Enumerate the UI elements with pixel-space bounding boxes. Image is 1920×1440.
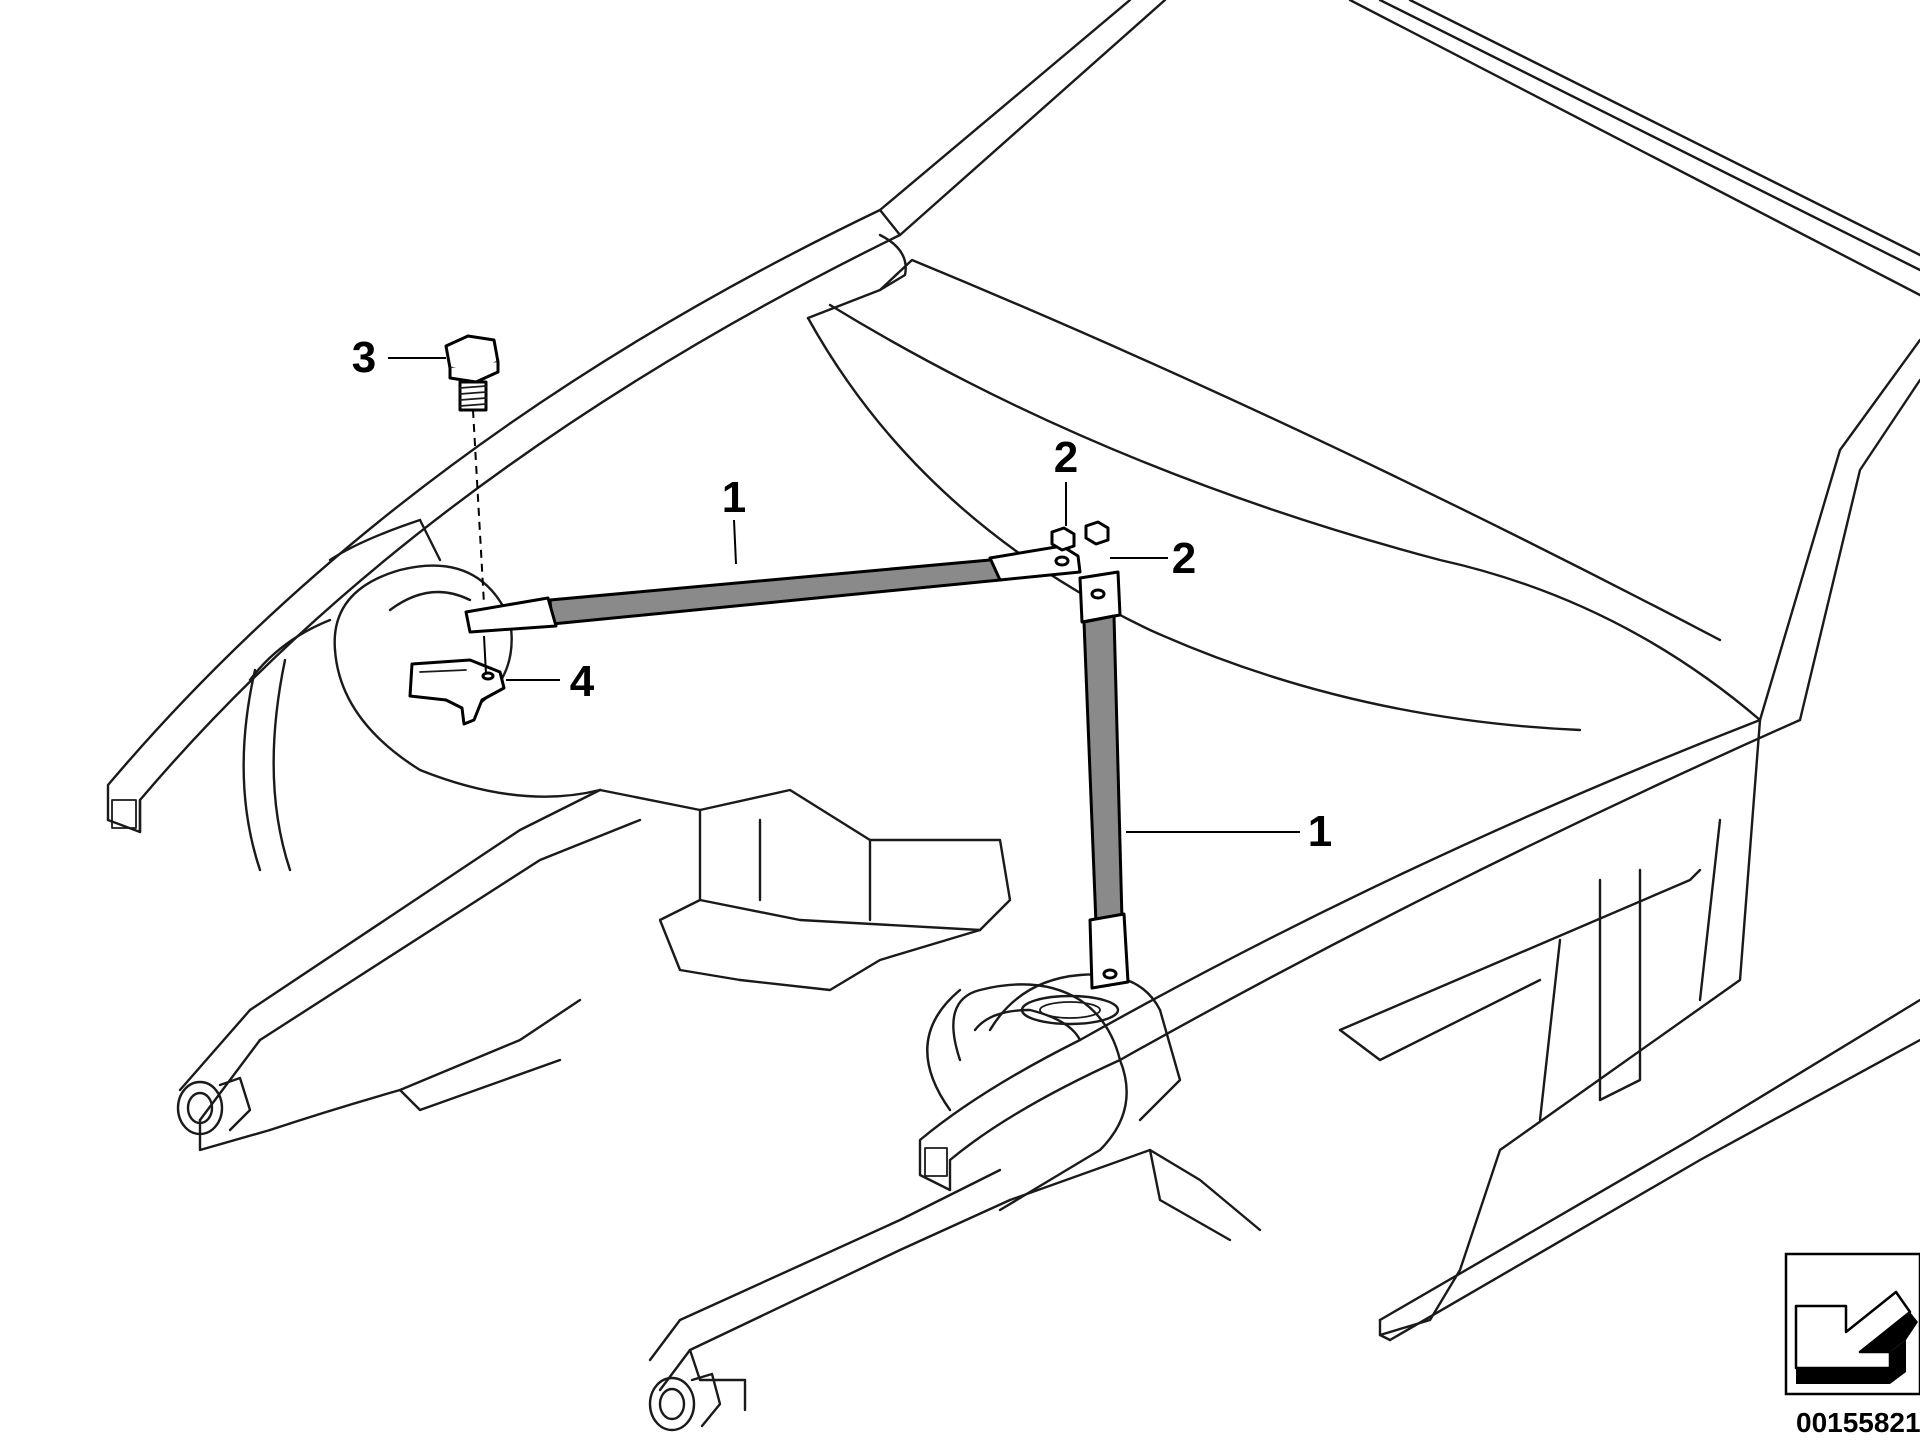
leader-lines — [388, 357, 1300, 833]
hex-nut-lower — [1084, 520, 1110, 546]
vehicle-body-outline — [106, 0, 1920, 1432]
callout-2-upper: 2 — [1054, 433, 1078, 482]
mounting-bracket — [408, 658, 506, 726]
callout-labels: 1 1 2 2 3 4 — [352, 333, 1332, 856]
callout-1-upper: 1 — [722, 473, 746, 522]
hex-nut-upper — [1050, 526, 1076, 552]
strut-brace-lower — [1078, 570, 1130, 990]
callout-2-lower: 2 — [1172, 534, 1196, 583]
callout-1-lower: 1 — [1308, 807, 1332, 856]
strut-brace-upper — [464, 544, 1082, 634]
callout-3: 3 — [352, 333, 376, 382]
catalog-number: 00155821 — [1796, 1407, 1920, 1438]
callout-4: 4 — [570, 657, 595, 706]
hex-bolt — [444, 334, 500, 412]
front-direction-arrow-icon — [1784, 1252, 1920, 1396]
